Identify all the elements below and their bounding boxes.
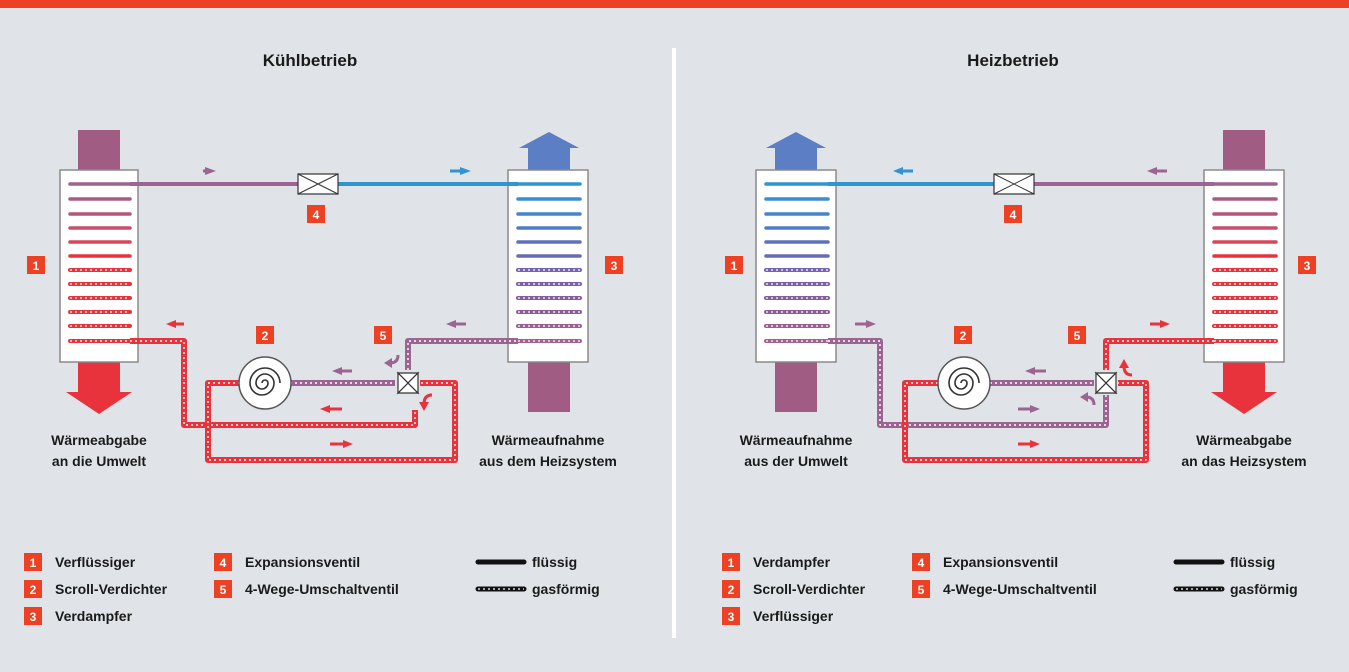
- four-way-valve-icon: [1094, 371, 1118, 395]
- evaporator-unit: [755, 169, 837, 363]
- liquid-key-label: flüssig: [1230, 554, 1275, 570]
- legend-item: Verdampfer: [55, 608, 133, 624]
- panel-title: Kühlbetrieb: [263, 51, 357, 70]
- svg-text:2: 2: [30, 583, 37, 597]
- condenser-unit: [59, 169, 139, 363]
- caption-right-line1: Wärmeabgabe: [1196, 432, 1292, 448]
- svg-text:2: 2: [728, 583, 735, 597]
- panel-cooling: Kühlbetrieb: [24, 51, 623, 625]
- top-accent-bar: [0, 0, 1349, 8]
- svg-text:4: 4: [220, 556, 227, 570]
- legend-item: Verflüssiger: [55, 554, 136, 570]
- legend-item: 4-Wege-Umschaltventil: [943, 581, 1097, 597]
- legend-item: Expansionsventil: [245, 554, 360, 570]
- flow-arrows: [855, 320, 1170, 448]
- svg-text:4: 4: [1010, 208, 1017, 222]
- badge-1: 1: [27, 256, 45, 274]
- caption-left-line1: Wärmeabgabe: [51, 432, 147, 448]
- heat-intake-column: [519, 132, 579, 412]
- badge-5: 5: [374, 326, 392, 344]
- legend: 1 Verdampfer 2 Scroll-Verdichter 3 Verfl…: [722, 553, 1298, 625]
- svg-text:1: 1: [33, 259, 40, 273]
- caption-right-line1: Wärmeaufnahme: [492, 432, 605, 448]
- badge-4: 4: [1004, 205, 1022, 223]
- svg-text:1: 1: [731, 259, 738, 273]
- condenser-unit: [1203, 169, 1285, 363]
- svg-text:3: 3: [30, 610, 37, 624]
- svg-text:4: 4: [918, 556, 925, 570]
- svg-text:4: 4: [313, 208, 320, 222]
- caption-right-line2: an das Heizsystem: [1181, 453, 1306, 469]
- svg-text:5: 5: [380, 329, 387, 343]
- badge-3: 3: [1298, 256, 1316, 274]
- caption-left-line2: aus der Umwelt: [744, 453, 848, 469]
- svg-text:5: 5: [918, 583, 925, 597]
- svg-text:3: 3: [611, 259, 618, 273]
- liquid-key-label: flüssig: [532, 554, 577, 570]
- gas-key-label: gasförmig: [1230, 581, 1298, 597]
- legend-item: Scroll-Verdichter: [753, 581, 866, 597]
- svg-text:3: 3: [728, 610, 735, 624]
- legend-item: Verflüssiger: [753, 608, 834, 624]
- svg-text:3: 3: [1304, 259, 1311, 273]
- panel-title: Heizbetrieb: [967, 51, 1059, 70]
- flow-arrow-icon: [460, 167, 471, 175]
- badge-3: 3: [605, 256, 623, 274]
- gas-piping: [828, 338, 1214, 463]
- svg-text:2: 2: [262, 329, 269, 343]
- flow-arrow-icon: [1147, 167, 1157, 175]
- svg-text:5: 5: [1074, 329, 1081, 343]
- scroll-compressor-icon: [937, 356, 991, 410]
- panel-divider: [672, 48, 676, 638]
- flow-arrow-icon: [893, 167, 903, 175]
- caption-left-line2: an die Umwelt: [52, 453, 146, 469]
- svg-text:1: 1: [30, 556, 37, 570]
- liquid-line-top: [828, 167, 1214, 195]
- flow-arrow-icon: [205, 167, 216, 175]
- svg-text:5: 5: [220, 583, 227, 597]
- legend-item: Scroll-Verdichter: [55, 581, 168, 597]
- svg-text:1: 1: [728, 556, 735, 570]
- badge-4: 4: [307, 205, 325, 223]
- badge-1: 1: [725, 256, 743, 274]
- legend-item: Expansionsventil: [943, 554, 1058, 570]
- flow-arrows: [166, 320, 466, 448]
- caption-right-line2: aus dem Heizsystem: [479, 453, 617, 469]
- badge-2: 2: [954, 326, 972, 344]
- evaporator-unit: [507, 169, 589, 363]
- scroll-compressor-icon: [238, 356, 292, 410]
- legend-item: Verdampfer: [753, 554, 831, 570]
- gas-key-label: gasförmig: [532, 581, 600, 597]
- legend: 1 Verflüssiger 2 Scroll-Verdichter 3 Ver…: [24, 553, 600, 625]
- gas-piping: [130, 338, 518, 463]
- badge-2: 2: [256, 326, 274, 344]
- panel-heating: Heizbetrieb: [722, 51, 1316, 625]
- liquid-line-top: [130, 167, 518, 195]
- caption-left-line1: Wärmeaufnahme: [740, 432, 853, 448]
- svg-text:2: 2: [960, 329, 967, 343]
- legend-item: 4-Wege-Umschaltventil: [245, 581, 399, 597]
- four-way-valve-icon: [396, 371, 420, 395]
- badge-5: 5: [1068, 326, 1086, 344]
